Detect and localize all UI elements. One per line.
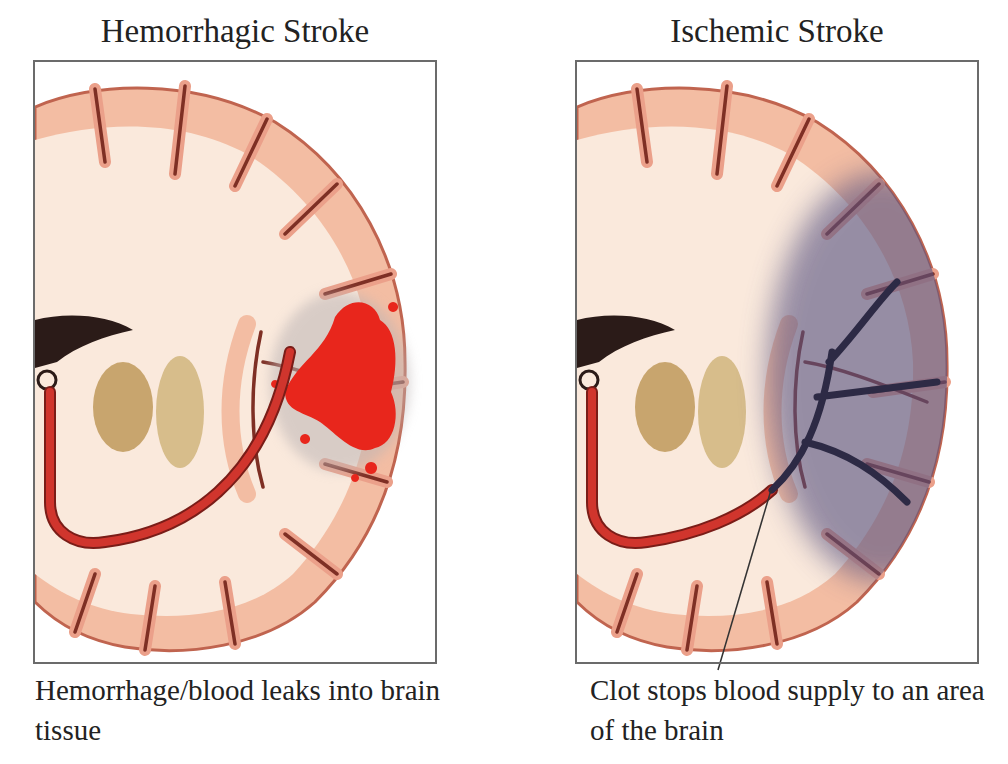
hemorrhagic-panel-art <box>35 86 410 651</box>
ischemic-region-clip <box>767 172 974 582</box>
panel-heading: Ischemic Stroke <box>577 8 977 54</box>
ischemic-panel-art <box>577 86 974 651</box>
ischemic-region <box>767 172 974 582</box>
panel-heading: Hemorrhagic Stroke <box>35 8 435 54</box>
hemorrhage-spots <box>271 302 398 482</box>
artery <box>592 392 772 543</box>
leader-line <box>718 490 771 670</box>
hemorrhage-halo <box>270 292 410 472</box>
panel-box: Ischemic StrokeClot stops blood supply t… <box>575 60 979 664</box>
brain-section <box>35 86 405 651</box>
artery <box>50 352 290 543</box>
hemorrhage <box>285 302 396 450</box>
artery-outline <box>592 392 772 543</box>
panel-box: Hemorrhagic StrokeHemorrhage/blood leaks… <box>33 60 437 664</box>
panel-caption: Clot stops blood supply to an area of th… <box>590 670 1002 750</box>
panel-caption: Hemorrhage/blood leaks into brain tissue <box>35 670 460 750</box>
blocked-artery <box>772 282 937 502</box>
artery-outline <box>50 352 290 543</box>
